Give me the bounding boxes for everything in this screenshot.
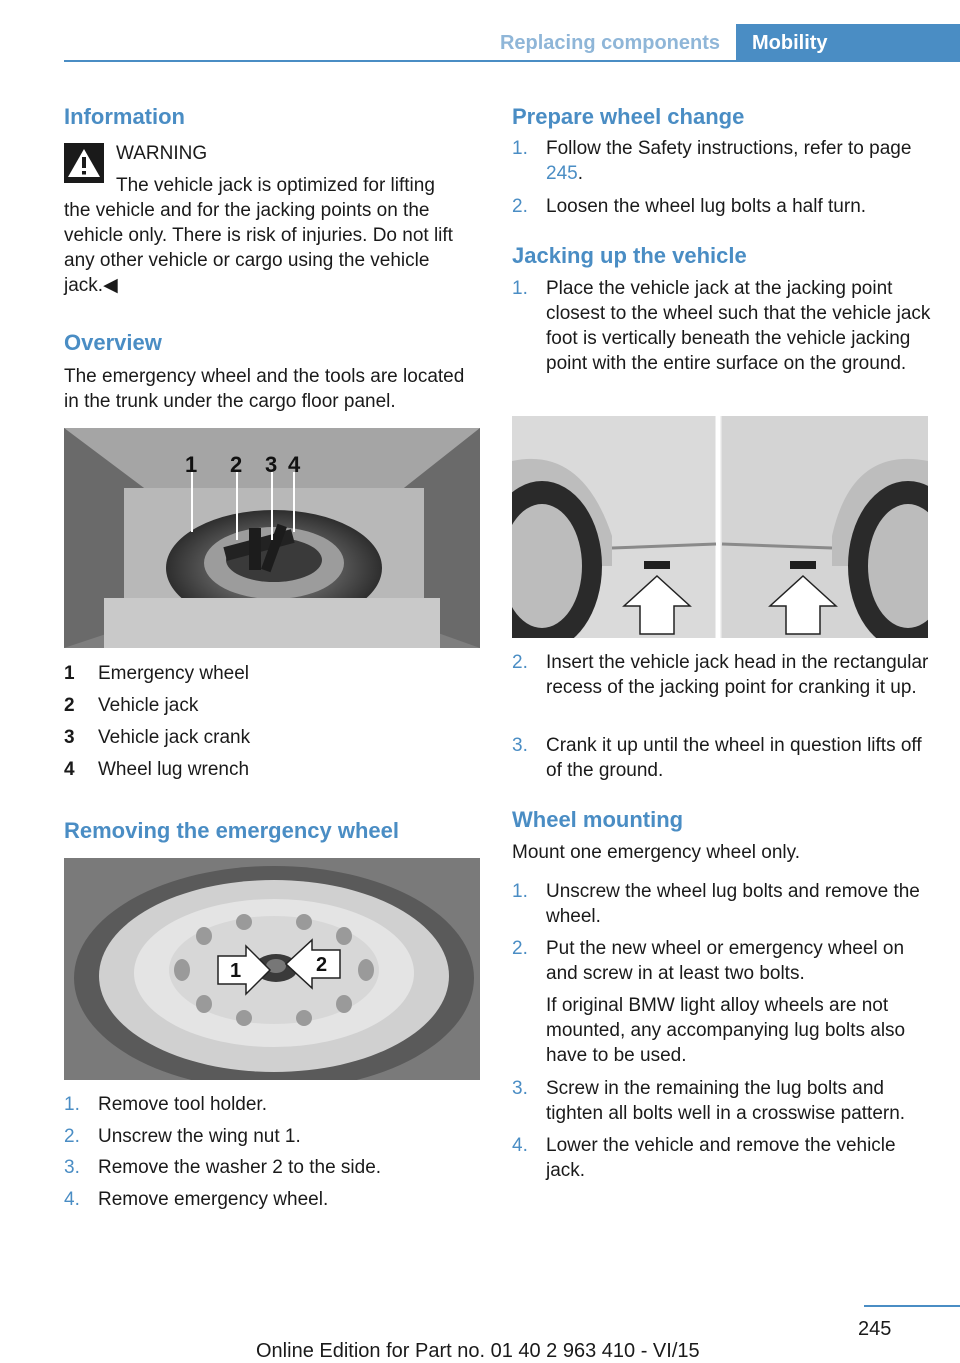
step-text: Crank it up until the wheel in question … xyxy=(546,735,922,781)
warning-label: WARNING xyxy=(116,143,208,164)
mounting-intro: Mount one emergency wheel only. xyxy=(512,842,800,863)
step-text: Unscrew the wheel lug bolts and remove t… xyxy=(546,881,920,927)
legend-number: 3 xyxy=(64,727,75,748)
legend-label: Wheel lug wrench xyxy=(98,759,250,780)
warning-icon xyxy=(64,143,104,183)
step-number: 2. xyxy=(512,652,528,673)
warning-text: the vehicle and for the jacking points o… xyxy=(64,200,453,296)
step-note: If original BMW light alloy wheels are n… xyxy=(546,995,906,1066)
mounting-heading: Wheel mounting xyxy=(512,807,684,832)
step-number: 3. xyxy=(512,735,528,756)
header-rule xyxy=(64,60,960,62)
step-text: Insert the vehicle jack head in the rect… xyxy=(546,652,929,698)
trunk-callout-2: 2 xyxy=(230,452,242,477)
removing-heading: Removing the emergency wheel xyxy=(64,818,399,843)
jacking-point-figure xyxy=(512,416,928,638)
legend-label: Emergency wheel xyxy=(98,663,250,684)
step-text: Remove emergency wheel. xyxy=(98,1189,329,1210)
step-number: 2. xyxy=(512,196,528,217)
jacking-point-illustration xyxy=(512,416,928,638)
legend-label: Vehicle jack xyxy=(98,695,199,716)
step-number: 2. xyxy=(512,938,528,959)
step-number: 1. xyxy=(512,881,528,902)
step-text: Remove tool holder. xyxy=(98,1094,267,1115)
footer-rule xyxy=(864,1305,960,1307)
step-text: Lower the vehicle and remove the vehicle… xyxy=(546,1135,896,1181)
step-number: 2. xyxy=(64,1126,80,1147)
trunk-callout-4: 4 xyxy=(288,452,301,477)
step-number: 1. xyxy=(512,278,528,299)
overview-text: The emergency wheel and the tools are lo… xyxy=(64,366,465,412)
step-text: Follow the Safety instructions, refer to… xyxy=(546,136,931,186)
step-text: Put the new wheel or emergency wheel on … xyxy=(546,938,905,984)
legend-label: Vehicle jack crank xyxy=(98,727,251,748)
step-text: Place the vehicle jack at the jacking po… xyxy=(546,278,931,374)
emergency-wheel-figure: 1 2 xyxy=(64,858,480,1080)
prepare-heading: Prepare wheel change xyxy=(512,104,745,129)
step-number: 3. xyxy=(512,1078,528,1099)
trunk-callout-3: 3 xyxy=(265,452,277,477)
step-number: 3. xyxy=(64,1157,80,1178)
step-number: 1. xyxy=(512,138,528,159)
step-text-before-link: Follow the Safety instructions, refer to… xyxy=(546,138,912,159)
wheel-callout-2: 2 xyxy=(316,954,327,976)
footer-edition: Online Edition for Part no. 01 40 2 963 … xyxy=(256,1340,700,1362)
legend-number: 1 xyxy=(64,663,75,684)
header-chapter-label: Mobility xyxy=(752,31,828,54)
jacking-heading: Jacking up the vehicle xyxy=(512,243,747,268)
warning-text-first-line: The vehicle jack is optimized for liftin… xyxy=(116,175,435,196)
step-number: 4. xyxy=(64,1189,80,1210)
overview-heading: Overview xyxy=(64,330,162,355)
legend-number: 4 xyxy=(64,759,75,780)
page-number: 245 xyxy=(858,1318,892,1340)
header-chapter-tab: Mobility xyxy=(736,24,960,62)
step-text: Loosen the wheel lug bolts a half turn. xyxy=(546,196,867,217)
information-heading: Information xyxy=(64,104,185,129)
trunk-callout-1: 1 xyxy=(185,452,197,477)
header-section-title: Replacing components xyxy=(499,32,720,54)
step-number: 4. xyxy=(512,1135,528,1156)
legend-number: 2 xyxy=(64,695,75,716)
emergency-wheel-illustration: 1 2 xyxy=(64,858,480,1080)
step-text: Unscrew the wing nut 1. xyxy=(98,1126,301,1147)
step-text: Remove the washer 2 to the side. xyxy=(98,1157,382,1178)
trunk-illustration: 1 2 3 4 xyxy=(64,428,480,648)
step-number: 1. xyxy=(64,1094,80,1115)
wheel-callout-1: 1 xyxy=(230,960,241,982)
page-link[interactable]: 245 xyxy=(546,163,578,184)
trunk-figure: 1 2 3 4 xyxy=(64,428,480,648)
step-text-after-link: . xyxy=(577,163,583,184)
step-text: Screw in the remaining the lug bolts and… xyxy=(546,1078,906,1124)
